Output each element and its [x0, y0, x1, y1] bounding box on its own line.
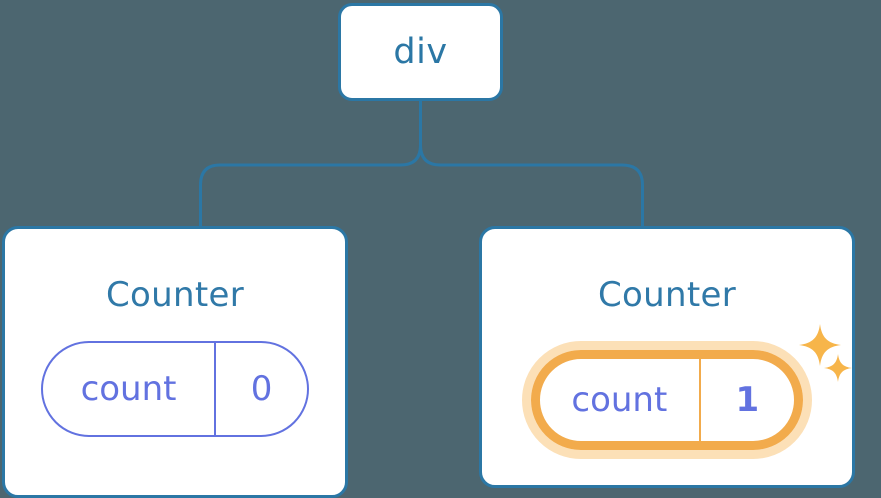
component-card-counter-left[interactable]: Counter count 0	[2, 226, 348, 498]
state-value: 1	[698, 359, 794, 441]
state-pill-halo: count 1	[522, 341, 812, 459]
connector-left	[199, 101, 422, 226]
state-key: count	[80, 369, 177, 409]
component-card-counter-right[interactable]: Counter count 1	[479, 226, 855, 488]
node-root-label: div	[393, 32, 448, 72]
connector-right	[419, 101, 644, 226]
state-pill-wrapper-highlighted: count 1	[522, 341, 812, 459]
state-value: 0	[214, 343, 307, 435]
card-title: Counter	[598, 275, 736, 315]
state-key: count	[571, 380, 668, 420]
state-pill-highlighted[interactable]: count 1	[531, 350, 803, 450]
state-pill[interactable]: count 0	[41, 341, 309, 437]
card-title: Counter	[106, 275, 244, 315]
node-root-div[interactable]: div	[338, 3, 503, 101]
state-pill-wrapper: count 0	[41, 341, 309, 437]
